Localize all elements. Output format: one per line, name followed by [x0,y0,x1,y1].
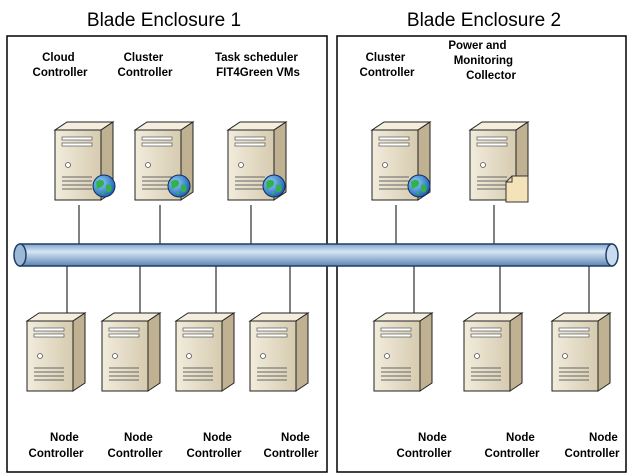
enclosure-1-title: Blade Enclosure 1 [87,10,241,31]
server-task-scheduler: Task scheduler FIT4Green VMs [215,52,301,201]
server-label: Node Controller [264,432,319,460]
top-connectors [78,205,495,245]
server-label: Power and Monitoring Collector [448,40,516,82]
server-label: Node Controller [485,432,540,460]
server-power-monitoring-collector: Power and Monitoring Collector [448,40,529,203]
globe-icon [407,174,431,198]
server-node-controller-2: Node Controller [101,312,163,460]
server-tower-icon [373,312,433,392]
enclosure-2-title: Blade Enclosure 2 [407,10,561,31]
server-label: Node Controller [29,432,84,460]
server-node-controller-4: Node Controller [249,312,319,460]
server-cluster-controller-2: Cluster Controller [360,52,431,201]
server-node-controller-3: Node Controller [175,312,242,460]
server-label: Task scheduler FIT4Green VMs [215,52,301,79]
server-node-controller-5: Node Controller [373,312,452,460]
server-tower-icon [463,312,523,392]
server-label: Cluster Controller [118,52,173,79]
network-bus [13,243,619,267]
server-node-controller-6: Node Controller [463,312,540,460]
server-node-controller-1: Node Controller [26,312,86,460]
server-label: Node Controller [187,432,242,460]
globe-icon [92,174,116,198]
server-label: Node Controller [397,432,452,460]
server-label: Cloud Controller [33,52,88,79]
server-label: Node Controller [108,432,163,460]
server-node-controller-7: Node Controller [551,312,621,460]
server-tower-icon [175,312,235,392]
card-icon [505,175,529,203]
server-label: Cluster Controller [360,52,415,79]
server-tower-icon [551,312,611,392]
server-tower-icon [26,312,86,392]
server-cloud-controller: Cloud Controller [33,52,116,201]
server-tower-icon [249,312,309,392]
server-cluster-controller-1: Cluster Controller [118,52,194,201]
bottom-connectors [66,266,590,320]
server-tower-icon [101,312,161,392]
server-label: Node Controller [565,432,621,460]
globe-icon [167,174,191,198]
globe-icon [262,174,286,198]
